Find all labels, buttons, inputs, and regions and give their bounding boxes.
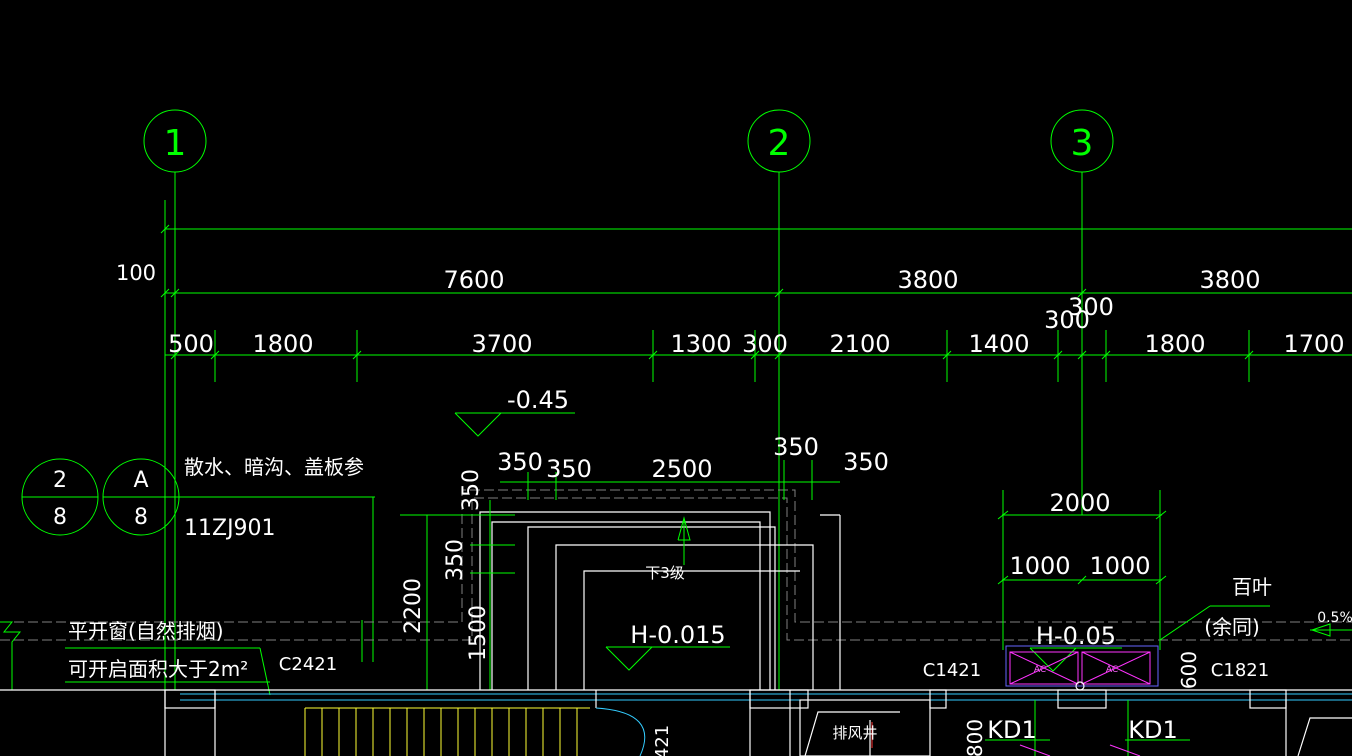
axis-1[interactable]: 1 <box>143 109 207 690</box>
small-dim-600: 600 <box>1177 651 1201 689</box>
door-label-kd1-1: KD1 <box>987 716 1037 744</box>
note-apron-line2: 11ZJ901 <box>184 516 276 541</box>
entry-dim-vert-1: 350 <box>459 469 484 511</box>
dim-detail-5: 300 <box>742 330 788 358</box>
note-steps: 下3级 <box>645 564 685 582</box>
entry-dim-vert-4: 1500 <box>466 605 491 661</box>
axis-label: 1 <box>164 123 187 164</box>
elevation-label: H-0.015 <box>630 621 725 649</box>
section-ref-top: 2 <box>53 468 67 493</box>
dim-detail-7: 1400 <box>968 330 1029 358</box>
dim-span-2: 3800 <box>897 266 958 294</box>
door-label-kd1-2: KD1 <box>1128 716 1178 744</box>
elevation-marker-top: -0.45 <box>454 386 575 437</box>
louver-leader <box>1159 605 1270 641</box>
entry-dim-vert-3: 2200 <box>401 578 426 634</box>
note-window-line1: 平开窗(自然排烟) <box>68 619 224 643</box>
section-ref-bottom: 8 <box>53 505 67 530</box>
dimension-lines <box>160 224 1352 382</box>
slope-arrow <box>1310 623 1352 637</box>
dim-detail-2: 1800 <box>252 330 313 358</box>
small-dim-421: 421 <box>652 725 673 756</box>
axis-label: 3 <box>1071 123 1094 164</box>
dim-detail-3: 3700 <box>471 330 532 358</box>
building-bottom <box>0 689 1352 756</box>
elevation-marker-right: H-0.05 <box>1029 622 1122 672</box>
dim-left-offset: 100 <box>116 261 156 285</box>
ac-label-1: AC <box>1034 665 1046 675</box>
entry-dim-top-3: 2500 <box>651 455 712 483</box>
dim-detail-11: 1700 <box>1283 330 1344 358</box>
small-dim-800: 800 <box>963 719 987 756</box>
window-label-c1821: C1821 <box>1211 660 1269 681</box>
note-shaft: 排风井 <box>832 724 877 742</box>
elevation-label: H-0.05 <box>1036 622 1116 650</box>
entry-dimensions <box>400 460 840 690</box>
window-label-c2421: C2421 <box>279 654 337 675</box>
dim-detail-4: 1300 <box>670 330 731 358</box>
note-louver-line2: (余同) <box>1204 615 1260 639</box>
note-window-line2: 可开启面积大于2m² <box>68 657 248 681</box>
dim-span-1: 7600 <box>443 266 504 294</box>
right-dim-total: 2000 <box>1049 489 1110 517</box>
entry-dim-top-2: 350 <box>546 455 592 483</box>
entry-dim-top-1: 350 <box>497 448 543 476</box>
dim-detail-1: 500 <box>168 330 214 358</box>
dim-span-3: 3800 <box>1199 266 1260 294</box>
dim-detail-10: 1800 <box>1144 330 1205 358</box>
ac-label-2: AC <box>1106 665 1118 675</box>
right-dim-part-2: 1000 <box>1089 552 1150 580</box>
right-dim-part-1: 1000 <box>1009 552 1070 580</box>
ac-units <box>1005 645 1159 691</box>
elevation-marker-entry: H-0.015 <box>605 621 730 671</box>
section-ref-bottom: 8 <box>134 505 148 530</box>
section-ref-top: A <box>133 468 148 493</box>
window-note-leader <box>0 621 271 696</box>
section-ref-a-8[interactable]: A 8 <box>102 458 375 536</box>
entry-dim-top-5: 350 <box>843 448 889 476</box>
axis-2[interactable]: 2 <box>747 109 811 690</box>
axis-label: 2 <box>768 123 791 164</box>
entry-dim-top-4: 350 <box>773 433 819 461</box>
dim-detail-8: 300 <box>1044 306 1090 334</box>
dim-detail-9: 300 <box>1068 293 1114 321</box>
dim-detail-6: 2100 <box>829 330 890 358</box>
entry-dim-vert-2: 350 <box>443 539 468 581</box>
note-apron-line1: 散水、暗沟、盖板参 <box>184 455 364 479</box>
note-louver-line1: 百叶 <box>1232 575 1272 599</box>
section-ref-2-8[interactable]: 2 8 <box>21 458 99 536</box>
window-label-c1421: C1421 <box>923 660 981 681</box>
slope-label: 0.5% <box>1317 610 1352 626</box>
right-dimensions <box>997 490 1167 650</box>
elevation-label: -0.45 <box>507 386 569 414</box>
